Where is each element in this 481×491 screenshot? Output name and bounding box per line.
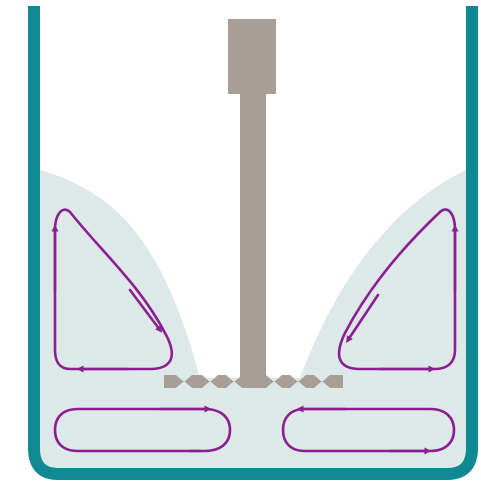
flow-loop-upper-right	[337, 208, 457, 371]
flow-arrow-upper-right-diagonal	[346, 293, 380, 343]
vessel-wall	[28, 6, 478, 480]
impeller-coupling	[228, 19, 276, 94]
flow-loop-lower-left	[53, 407, 232, 453]
impeller-shaft	[240, 90, 266, 380]
liquid	[34, 168, 470, 468]
flow-arrow-upper-left-diagonal	[128, 288, 163, 333]
flow-loop-upper-left	[53, 208, 173, 371]
impeller	[164, 19, 343, 388]
impeller-blade	[164, 375, 343, 388]
